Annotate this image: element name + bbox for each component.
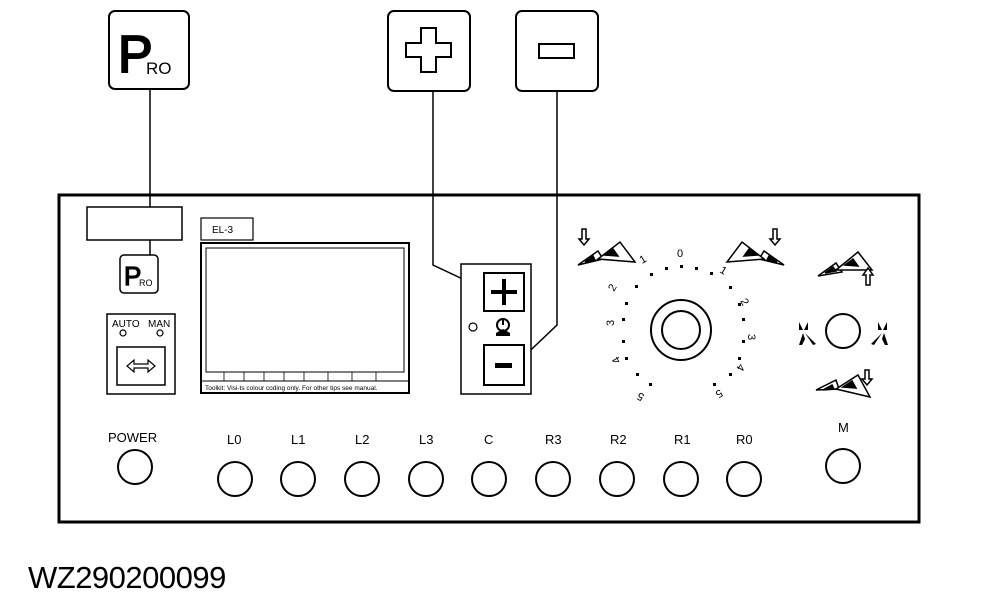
pro-callout-button[interactable]: P RO bbox=[108, 10, 190, 90]
adjust-knob-icon bbox=[496, 318, 510, 336]
dial-scale: 0 1 2 3 4 5 1 2 3 4 5 bbox=[605, 248, 757, 403]
power-button[interactable] bbox=[117, 449, 153, 485]
plus-callout-button[interactable] bbox=[387, 10, 471, 92]
panel-frame bbox=[57, 193, 921, 524]
dial-label-l2: 2 bbox=[606, 282, 619, 293]
indicator-led bbox=[468, 322, 478, 332]
plus-button-icon bbox=[491, 279, 517, 305]
channel-label-l3: L3 bbox=[419, 432, 433, 447]
m-label: M bbox=[838, 420, 849, 435]
pro-button-letter: P bbox=[124, 261, 141, 291]
dial-label-l4: 4 bbox=[610, 354, 623, 365]
dial-label-l1: 1 bbox=[638, 253, 649, 266]
minus-button-icon bbox=[495, 363, 512, 368]
pro-button-sub: RO bbox=[139, 278, 153, 288]
channel-label-l1: L1 bbox=[291, 432, 305, 447]
label-plate bbox=[86, 206, 183, 241]
channel-label-r1: R1 bbox=[674, 432, 691, 447]
display-footer-text: Toolkit: Visi-ts colour coding only. For… bbox=[205, 385, 378, 392]
channel-button-r2[interactable] bbox=[599, 461, 635, 497]
dial-label-r4: 4 bbox=[733, 362, 746, 373]
channel-button-l3[interactable] bbox=[408, 461, 444, 497]
display-screen: Toolkit: Visi-ts colour coding only. For… bbox=[200, 242, 410, 394]
spread-right-down-icon bbox=[725, 228, 785, 266]
channel-button-r3[interactable] bbox=[535, 461, 571, 497]
model-tag-text: EL-3 bbox=[212, 225, 234, 236]
rotary-dial[interactable] bbox=[650, 299, 712, 361]
dial-label-r5: 5 bbox=[713, 386, 724, 399]
dial-label-0: 0 bbox=[677, 248, 683, 260]
dial-tick-dots bbox=[622, 265, 745, 386]
channel-button-l2[interactable] bbox=[344, 461, 380, 497]
channel-button-l1[interactable] bbox=[280, 461, 316, 497]
m-button[interactable] bbox=[825, 448, 861, 484]
auto-led bbox=[119, 329, 127, 337]
channel-label-l2: L2 bbox=[355, 432, 369, 447]
spread-left-down-icon bbox=[577, 228, 637, 266]
pro-callout-sub: RO bbox=[146, 59, 172, 78]
minus-button[interactable] bbox=[483, 344, 525, 386]
channel-label-l0: L0 bbox=[227, 432, 241, 447]
plus-button[interactable] bbox=[483, 272, 525, 312]
man-label: MAN bbox=[148, 319, 170, 330]
display-softkey-row bbox=[223, 372, 377, 381]
plus-icon bbox=[405, 27, 452, 73]
model-tag bbox=[200, 217, 254, 241]
channel-button-l0[interactable] bbox=[217, 461, 253, 497]
spinner-right-icon bbox=[871, 322, 888, 345]
center-knob[interactable] bbox=[825, 313, 861, 349]
channel-button-r1[interactable] bbox=[663, 461, 699, 497]
channel-label-r2: R2 bbox=[610, 432, 627, 447]
dial-label-l3: 3 bbox=[605, 320, 617, 326]
channel-label-r3: R3 bbox=[545, 432, 562, 447]
spread-up-icon bbox=[817, 250, 875, 286]
dial-label-r3: 3 bbox=[745, 334, 757, 340]
spinner-left-icon bbox=[799, 322, 816, 345]
auto-man-toggle-button[interactable] bbox=[116, 346, 166, 386]
minus-callout-button[interactable] bbox=[515, 10, 599, 92]
channel-button-r0[interactable] bbox=[726, 461, 762, 497]
man-led bbox=[156, 329, 164, 337]
dial-label-r2: 2 bbox=[737, 297, 750, 308]
dial-label-r1: 1 bbox=[718, 264, 729, 277]
figure-reference: WZ290200099 bbox=[28, 560, 226, 595]
channel-button-c[interactable] bbox=[471, 461, 507, 497]
minus-icon bbox=[538, 43, 575, 59]
channel-labels: L0 L1 L2 L3 C R3 R2 R1 R0 bbox=[227, 432, 753, 447]
spread-down-icon bbox=[815, 369, 874, 399]
dial-label-l5: 5 bbox=[635, 389, 646, 402]
channel-label-c: C bbox=[484, 432, 493, 447]
plus-leader-line bbox=[432, 91, 487, 291]
power-label: POWER bbox=[108, 430, 157, 445]
pro-button[interactable]: P RO bbox=[119, 254, 159, 294]
channel-label-r0: R0 bbox=[736, 432, 753, 447]
pro-callout-letter: P bbox=[118, 26, 153, 84]
double-arrow-icon bbox=[126, 358, 156, 374]
auto-label: AUTO bbox=[112, 319, 140, 330]
